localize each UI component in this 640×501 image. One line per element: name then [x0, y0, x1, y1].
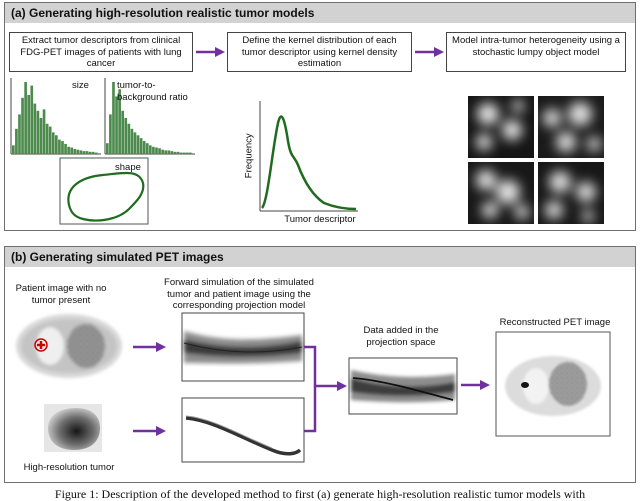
panel-a-title: (a) Generating high-resolution realistic… [11, 6, 315, 20]
histogram-bar [21, 97, 24, 154]
histogram-bar [121, 110, 125, 154]
histogram-bar [64, 143, 67, 154]
reconstructed-pet-image [495, 331, 611, 437]
patient-image-label: Patient image with no tumor present [15, 283, 107, 306]
arrow-step1-to-step2 [196, 47, 225, 57]
patient-sinogram [181, 312, 305, 382]
step-lumpy-model: Model intra-tumor heterogeneity using a … [446, 32, 626, 72]
kde-ylabel: Frequency [243, 133, 255, 179]
histogram-bar [161, 149, 164, 154]
histogram-size [10, 78, 101, 155]
histogram-bar [185, 152, 189, 154]
high-resolution-tumor-image [44, 404, 102, 452]
histogram-bar [61, 141, 64, 154]
histogram-bar [51, 132, 55, 154]
histogram-bar [39, 118, 43, 154]
histogram-bar [91, 151, 95, 154]
histogram-bar [85, 151, 89, 154]
histogram-bar [136, 135, 140, 154]
forward-simulation-label: Forward simulation of the simulated tumo… [164, 277, 314, 311]
histogram-bar [112, 82, 115, 154]
histogram-bar [55, 135, 58, 154]
histogram-bar [76, 149, 80, 154]
histogram-bar [149, 145, 152, 154]
histogram-bar [130, 128, 134, 154]
panel-b-title: (b) Generating simulated PET images [11, 250, 224, 264]
arrow-to-reconstruction [461, 380, 490, 390]
histogram-ratio-label: tumor-to-background ratio [117, 80, 188, 103]
histogram-bar [182, 152, 186, 154]
histogram-bar [115, 96, 118, 154]
histogram-bar [173, 151, 177, 154]
high-resolution-tumor-label: High-resolution tumor [23, 462, 115, 473]
shape-label: shape [115, 162, 141, 173]
histogram-bar [176, 151, 180, 154]
kde-frequency-plot [259, 101, 358, 212]
data-added-label: Data added in the projection space [363, 325, 439, 348]
histogram-bar [15, 128, 18, 154]
histogram-bar [45, 123, 49, 154]
histogram-bar [12, 145, 15, 154]
panel-b-header: (b) Generating simulated PET images [5, 247, 635, 267]
arrow-tumor-to-projection [133, 426, 166, 436]
histogram-bar [188, 152, 192, 154]
histogram-bar [127, 123, 131, 154]
histogram-bar [73, 148, 77, 154]
histogram-bar [67, 146, 70, 154]
kde-xlabel: Tumor descriptor [284, 214, 356, 225]
histogram-bar [79, 150, 83, 154]
step-extract-descriptors: Extract tumor descriptors from clinical … [9, 32, 193, 72]
histogram-bar [152, 146, 155, 154]
histogram-bar [145, 143, 149, 154]
histogram-bar [167, 150, 171, 154]
tumor-sinogram [181, 397, 305, 463]
histogram-bar [30, 85, 34, 154]
histogram-bar [118, 89, 121, 154]
histogram-tumor-to-background-ratio [104, 78, 195, 155]
histogram-bar [124, 118, 128, 154]
merge-connector [304, 345, 347, 433]
histogram-bar [164, 150, 168, 154]
histogram-bar [94, 152, 98, 154]
histogram-bar [42, 109, 46, 154]
histogram-bar [36, 110, 40, 154]
histogram-bar [88, 151, 92, 154]
histogram-bar [158, 148, 161, 154]
step-kernel-density: Define the kernel distribution of each t… [227, 32, 412, 72]
histogram-bar [48, 126, 52, 154]
tumor-shape-outline [59, 157, 149, 225]
histogram-bar [170, 151, 174, 154]
histogram-bar [106, 143, 109, 154]
arrow-patient-to-projection [133, 342, 166, 352]
arrow-step2-to-step3 [415, 47, 444, 57]
reconstructed-pet-label: Reconstructed PET image [499, 317, 611, 328]
patient-pet-image [16, 314, 122, 378]
histogram-bar [33, 103, 37, 154]
histogram-bar [58, 139, 61, 154]
panel-a-header: (a) Generating high-resolution realistic… [5, 3, 635, 23]
histogram-bar [139, 138, 143, 154]
figure-caption: Figure 1: Description of the developed m… [54, 487, 586, 501]
histogram-bar [155, 147, 158, 154]
lumpy-object-grid [468, 96, 604, 224]
histogram-bar [179, 152, 183, 154]
histogram-bar [109, 114, 112, 154]
histogram-bar [24, 82, 27, 154]
histogram-bar [18, 114, 21, 154]
histogram-size-label: size [72, 80, 89, 91]
histogram-bar [142, 141, 146, 154]
histogram-bar [82, 151, 86, 154]
combined-sinogram [348, 357, 458, 415]
histogram-bar [133, 132, 137, 154]
histogram-bar [70, 147, 74, 154]
histogram-bar [27, 94, 31, 154]
